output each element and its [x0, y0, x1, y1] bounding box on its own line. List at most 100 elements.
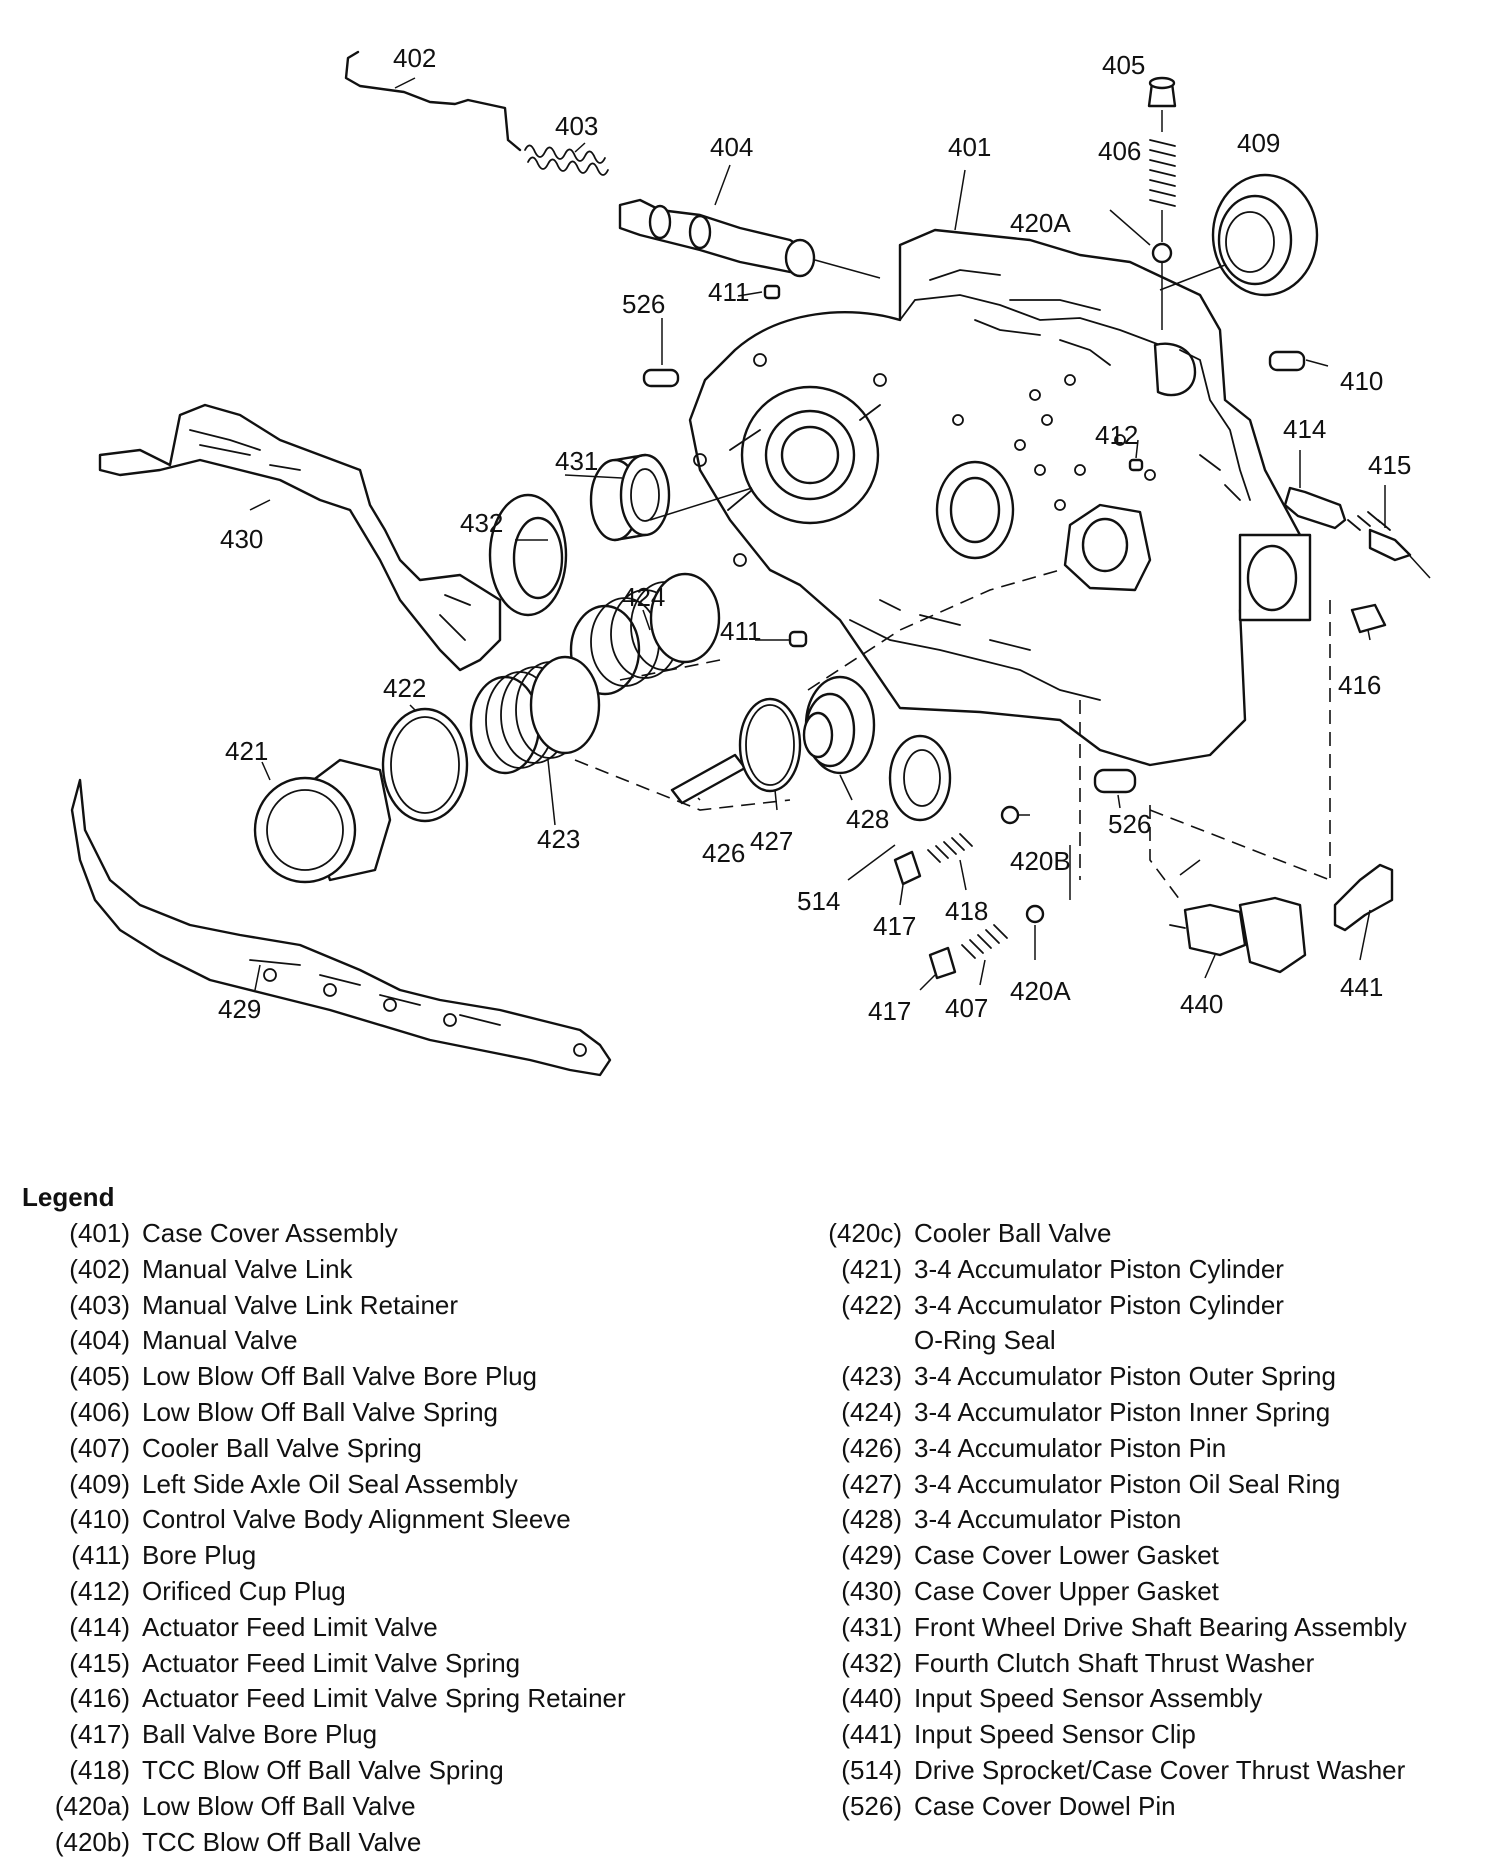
- callout-428: 428: [846, 804, 889, 834]
- legend-description-line: Low Blow Off Ball Valve: [142, 1790, 416, 1821]
- legend-description: Left Side Axle Oil Seal Assembly: [142, 1467, 518, 1503]
- callout-414: 414: [1283, 414, 1326, 444]
- legend-description: Case Cover Upper Gasket: [914, 1574, 1219, 1610]
- legend-item: (427)3-4 Accumulator Piston Oil Seal Rin…: [790, 1467, 1490, 1503]
- manual-valve: [618, 198, 881, 279]
- legend-description: Case Cover Lower Gasket: [914, 1538, 1219, 1574]
- legend-description-line: Manual Valve Link: [142, 1253, 353, 1284]
- legend-item: (526)Case Cover Dowel Pin: [790, 1789, 1490, 1825]
- legend-title: Legend: [22, 1182, 115, 1212]
- drive-sprocket-thrust-washer: [888, 734, 952, 822]
- alignment-sleeve: [1268, 350, 1306, 372]
- legend-code: (420b): [54, 1826, 130, 1857]
- callout-410: 410: [1340, 366, 1383, 396]
- legend-description-line: Fourth Clutch Shaft Thrust Washer: [914, 1647, 1315, 1678]
- legend-description-line: Drive Sprocket/Case Cover Thrust Washer: [914, 1754, 1406, 1785]
- callout-420b: 420B: [1010, 846, 1071, 876]
- legend-code: (407): [69, 1432, 130, 1463]
- legend-code: (405): [69, 1361, 130, 1392]
- legend-item: (423)3-4 Accumulator Piston Outer Spring: [790, 1359, 1490, 1395]
- legend-item: (403)Manual Valve Link Retainer: [18, 1288, 758, 1324]
- legend-code: (409): [69, 1468, 130, 1499]
- bore-plug-lower: [788, 630, 808, 648]
- legend-description-line: Orificed Cup Plug: [142, 1575, 346, 1606]
- legend-item: (401)Case Cover Assembly: [18, 1216, 758, 1252]
- callout-407: 407: [945, 993, 988, 1023]
- legend-description: Cooler Ball Valve: [914, 1216, 1112, 1252]
- legend-description: Actuator Feed Limit Valve Spring: [142, 1646, 520, 1682]
- callout-406: 406: [1098, 136, 1141, 166]
- actuator-feed-limit-valve-and-spring: [1283, 450, 1431, 579]
- legend-item: (426)3-4 Accumulator Piston Pin: [790, 1431, 1490, 1467]
- callout-526-lower: 526: [1108, 809, 1151, 839]
- legend-column-right: (420c)Cooler Ball Valve(421)3-4 Accumula…: [790, 1216, 1490, 1825]
- callout-514: 514: [797, 886, 840, 916]
- legend-item: (417)Ball Valve Bore Plug: [18, 1717, 758, 1753]
- callout-420a-upper: 420A: [1010, 208, 1071, 238]
- legend-item: (402) Manual Valve Link: [18, 1252, 758, 1288]
- case-cover-lower-gasket: [70, 778, 612, 1077]
- callout-402: 402: [393, 43, 436, 73]
- legend-description-line: Cooler Ball Valve Spring: [142, 1432, 422, 1463]
- tcc-blow-off-ball: [1000, 805, 1020, 825]
- legend-description-line: 3-4 Accumulator Piston Cylinder: [914, 1253, 1284, 1284]
- callout-409: 409: [1237, 128, 1280, 158]
- legend-code: (430): [841, 1575, 902, 1606]
- accumulator-piston: [802, 675, 876, 775]
- legend: Legend (401)Case Cover Assembly(402) Manu…: [0, 1180, 1504, 1857]
- callout-420a-lower: 420A: [1010, 976, 1071, 1006]
- legend-code: (411): [71, 1540, 130, 1571]
- legend-description: 3-4 Accumulator Piston Inner Spring: [914, 1395, 1330, 1431]
- legend-description-line: Input Speed Sensor Clip: [914, 1719, 1196, 1750]
- manual-valve-link-retainer: [524, 144, 609, 176]
- callout-411-lower: 411: [720, 616, 761, 646]
- callout-411-upper: 411: [708, 277, 749, 307]
- legend-description-line: 3-4 Accumulator Piston Inner Spring: [914, 1396, 1331, 1427]
- legend-description-line: 3-4 Accumulator Piston Pin: [914, 1432, 1227, 1463]
- callout-403: 403: [555, 111, 598, 141]
- legend-code: (423): [841, 1361, 902, 1392]
- callout-432: 432: [460, 508, 503, 538]
- legend-description-line: Left Side Axle Oil Seal Assembly: [142, 1468, 518, 1499]
- legend-item: (441) Input Speed Sensor Clip: [790, 1717, 1490, 1753]
- legend-description-line: Manual Valve: [142, 1325, 298, 1356]
- bore-plug-upper: [763, 284, 781, 300]
- legend-item: (421)3-4 Accumulator Piston Cylinder: [790, 1252, 1490, 1288]
- callout-423: 423: [537, 824, 580, 854]
- callout-416: 416: [1338, 670, 1381, 700]
- dowel-pin-upper: [642, 368, 680, 388]
- legend-item: (431)Front Wheel Drive Shaft Bearing Ass…: [790, 1610, 1490, 1646]
- legend-description: Drive Sprocket/Case Cover Thrust Washer: [914, 1753, 1405, 1789]
- legend-description-line: Input Speed Sensor Assembly: [914, 1683, 1263, 1714]
- legend-description-line: Cooler Ball Valve: [914, 1218, 1112, 1248]
- callout-421: 421: [225, 736, 268, 766]
- legend-description: Actuator Feed Limit Valve: [142, 1610, 438, 1646]
- legend-description: 3-4 Accumulator Piston Cylinder: [914, 1252, 1284, 1288]
- callout-431: 431: [555, 446, 598, 476]
- legend-item: (406) Low Blow Off Ball Valve Spring: [18, 1395, 758, 1431]
- accumulator-piston-cylinder: [253, 758, 392, 884]
- legend-description: Cooler Ball Valve Spring: [142, 1431, 422, 1467]
- legend-code: (514): [841, 1754, 902, 1785]
- callout-426: 426: [702, 838, 745, 868]
- callout-526-upper: 526: [622, 289, 665, 319]
- callout-441: 441: [1340, 972, 1383, 1002]
- piston-oil-seal-ring: [738, 697, 802, 793]
- callout-412: 412: [1095, 420, 1138, 450]
- legend-code: (441): [841, 1719, 902, 1750]
- legend-code: (402): [69, 1253, 130, 1284]
- legend-description-line: 3-4 Accumulator Piston Cylinder: [914, 1289, 1284, 1320]
- legend-description-line: Bore Plug: [142, 1540, 257, 1571]
- exploded-parts-diagram: 402 403 404 401 405 406 409 420A 411 526…: [70, 43, 1431, 1077]
- ball-valve-plug-and-spring-upper: [893, 833, 973, 886]
- legend-item: (440)Input Speed Sensor Assembly: [790, 1681, 1490, 1717]
- legend-description-line: Case Cover Upper Gasket: [914, 1575, 1219, 1606]
- legend-item: (409) Left Side Axle Oil Seal Assembly: [18, 1467, 758, 1503]
- legend-code: (415): [69, 1647, 130, 1678]
- legend-description-line: Case Cover Lower Gasket: [914, 1540, 1219, 1571]
- legend-description: Low Blow Off Ball Valve Spring: [142, 1395, 498, 1431]
- callout-417-upper: 417: [873, 911, 916, 941]
- legend-description: Case Cover Dowel Pin: [914, 1789, 1176, 1825]
- legend-code: (406): [69, 1396, 130, 1427]
- fourth-clutch-thrust-washer: [488, 493, 568, 617]
